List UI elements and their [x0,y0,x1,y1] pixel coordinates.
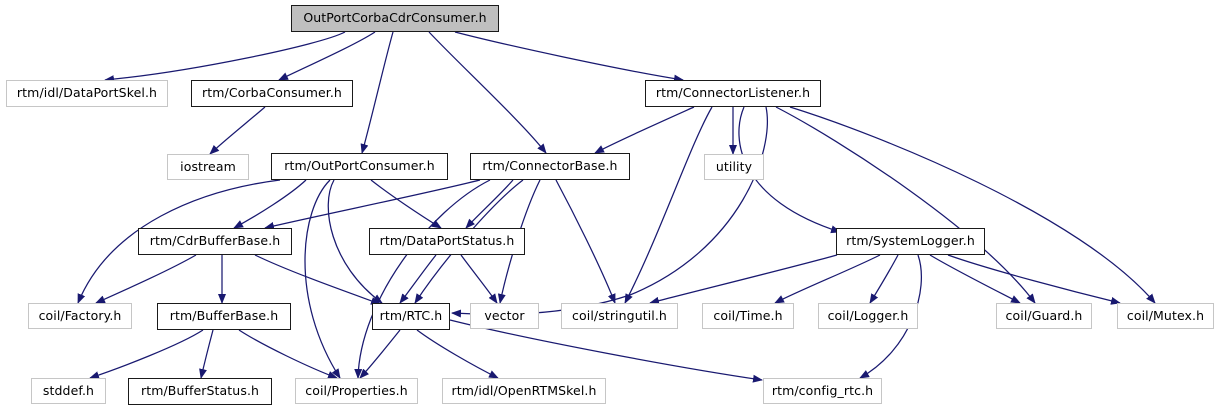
graph-node-label: coil/Guard.h [1005,307,1083,323]
graph-node-label: rtm/idl/OpenRTMSkel.h [451,382,597,398]
edge-root-to-corbaconsumer [278,31,376,81]
graph-node-label: rtm/CorbaConsumer.h [202,85,342,101]
edge-corbaconsumer-to-iostream [209,106,266,155]
graph-node-stddef[interactable]: stddef.h [31,378,106,404]
graph-node-corbaconsumer[interactable]: rtm/CorbaConsumer.h [191,80,353,107]
edge-dataportstatus-to-vector [460,254,498,304]
edge-root-to-dataportskel [104,31,346,84]
graph-node-openrtmskel[interactable]: rtm/idl/OpenRTMSkel.h [442,378,606,404]
graph-node-label: rtm/BufferBase.h [169,308,279,324]
graph-node-bufferstatus[interactable]: rtm/BufferStatus.h [128,378,272,405]
graph-node-bufferbase[interactable]: rtm/BufferBase.h [157,303,291,330]
graph-node-label: rtm/CdrBufferBase.h [149,233,281,249]
edge-root-to-connectorlistener [454,31,684,83]
graph-node-factory[interactable]: coil/Factory.h [28,303,132,329]
edge-root-to-outportconsumer [360,31,394,154]
graph-node-label: rtm/BufferStatus.h [140,383,260,399]
graph-node-label: stddef.h [42,382,95,398]
graph-node-label: coil/stringutil.h [572,307,667,323]
edge-outportconsumer-to-dataportstatus [370,179,442,229]
edge-outportconsumer-to-factory [77,179,281,304]
edge-rtc-to-openrtmskel [416,329,499,379]
graph-node-label: coil/Factory.h [38,307,122,323]
graph-node-label: rtm/DataPortStatus.h [379,233,515,249]
graph-node-label: rtm/ConnectorBase.h [482,158,618,174]
edge-connectorbase-to-stringutil [555,179,616,304]
edge-outportconsumer-to-rtc [327,179,383,304]
edge-systemlogger-to-time [774,254,881,304]
graph-node-label: iostream [180,158,236,174]
graph-node-label: rtm/config_rtc.h [771,382,874,398]
graph-node-label: rtm/OutPortConsumer.h [284,158,435,174]
edge-root-to-connectorbase [428,31,547,154]
edge-outportconsumer-to-properties [304,179,341,379]
edge-outportconsumer-to-cdrbufferbase [233,179,307,229]
edge-systemlogger-to-stringutil [649,254,838,305]
edge-connectorlistener-to-rtc [451,106,768,318]
edge-connectorlistener-to-stringutil [624,106,713,304]
graph-node-connectorlistener[interactable]: rtm/ConnectorListener.h [645,80,821,107]
graph-node-properties[interactable]: coil/Properties.h [295,378,418,404]
graph-edges [77,31,1156,383]
graph-node-label: coil/Time.h [713,307,783,323]
graph-node-logger[interactable]: coil/Logger.h [818,303,918,329]
edge-connectorbase-to-cdrbufferbase [264,179,481,230]
graph-node-label: utility [715,158,753,174]
edge-bufferbase-to-stddef [89,329,204,379]
edge-bufferbase-to-bufferstatus [199,329,214,379]
graph-node-label: coil/Logger.h [827,307,909,323]
edge-dataportstatus-to-rtc [399,254,437,304]
graph-node-label: rtm/SystemLogger.h [846,233,975,249]
graph-node-connectorbase[interactable]: rtm/ConnectorBase.h [470,153,630,180]
graph-node-stringutil[interactable]: coil/stringutil.h [561,303,678,329]
graph-node-mutex[interactable]: coil/Mutex.h [1117,303,1214,329]
edge-cdrbufferbase-to-factory [95,254,197,304]
graph-node-iostream[interactable]: iostream [167,154,249,180]
edge-connectorlistener-to-mutex [789,106,1156,304]
graph-node-systemlogger[interactable]: rtm/SystemLogger.h [836,228,985,255]
edge-systemlogger-to-guard [929,254,1021,304]
graph-node-rtc[interactable]: rtm/RTC.h [372,303,450,330]
edge-cdrbufferbase-to-rtc [254,254,381,305]
graph-node-label: coil/Mutex.h [1126,307,1205,323]
edge-bufferbase-to-properties [238,329,338,379]
graph-node-utility[interactable]: utility [704,154,764,180]
graph-node-dataportstatus[interactable]: rtm/DataPortStatus.h [369,228,525,255]
edge-connectorlistener-to-connectorbase [594,106,695,154]
graph-node-dataportskel[interactable]: rtm/idl/DataPortSkel.h [6,80,168,107]
graph-node-vector[interactable]: vector [470,303,539,329]
graph-node-guard[interactable]: coil/Guard.h [996,303,1092,329]
graph-node-cdrbufferbase[interactable]: rtm/CdrBufferBase.h [138,228,292,255]
graph-node-outportconsumer[interactable]: rtm/OutPortConsumer.h [271,153,448,180]
graph-node-label: rtm/RTC.h [379,308,443,324]
graph-node-time[interactable]: coil/Time.h [702,303,794,329]
edge-systemlogger-to-mutex [947,254,1121,305]
edge-rtc-to-properties [359,329,401,379]
graph-node-label: rtm/ConnectorListener.h [655,85,811,101]
edge-connectorbase-to-dataportstatus [465,179,514,229]
edge-rtc-to-config_rtc [449,319,763,383]
edge-systemlogger-to-logger [869,254,899,304]
graph-node-label: vector [484,307,525,323]
graph-node-label: rtm/idl/DataPortSkel.h [16,85,158,101]
edge-connectorbase-to-properties [354,179,491,379]
graph-node-label: OutPortCorbaCdrConsumer.h [303,10,487,26]
graph-node-root[interactable]: OutPortCorbaCdrConsumer.h [291,5,499,32]
graph-node-config_rtc[interactable]: rtm/config_rtc.h [763,378,882,404]
edge-connectorlistener-to-guard [775,106,1036,304]
graph-node-label: coil/Properties.h [305,382,408,398]
